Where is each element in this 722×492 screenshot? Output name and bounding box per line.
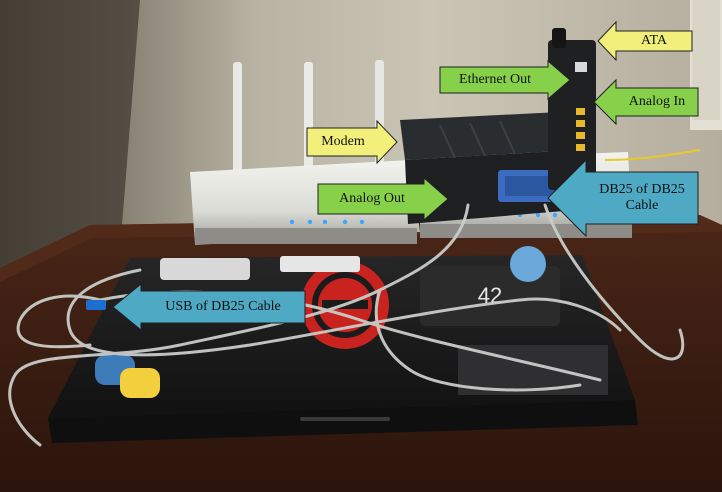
ethernet-out-arrow-shape — [439, 59, 571, 101]
white-sticker — [160, 258, 250, 280]
ethernet-out-label: Ethernet Out — [459, 71, 531, 87]
usb-callout: USB of DB25 Cable — [112, 282, 306, 332]
db25-arrow-shape — [547, 158, 699, 238]
analog-in-arrow-shape — [593, 78, 699, 126]
ata-callout: ATA — [597, 20, 693, 62]
usb-plug — [86, 300, 106, 310]
ata-ports — [576, 108, 585, 151]
laptop-front-edge — [48, 400, 638, 443]
ethernet-out-callout: Ethernet Out — [439, 59, 571, 101]
modem-callout: Modem — [306, 119, 398, 165]
db25-label: DB25 of DB25 Cable — [599, 181, 685, 213]
analog-in-label: Analog In — [628, 93, 686, 109]
ata-antenna — [552, 28, 566, 48]
blue-sticker — [510, 246, 546, 282]
modem-arrow-shape — [306, 119, 398, 165]
analog-out-arrow-shape — [317, 176, 449, 222]
modem-front — [405, 150, 576, 224]
antenna-left — [233, 62, 242, 174]
db25-callout: DB25 of DB25 Cable — [547, 158, 699, 238]
modem-label: Modem — [321, 133, 365, 149]
ata-arrow-shape — [597, 20, 693, 62]
analog-out-callout: Analog Out — [317, 176, 449, 222]
router-front-edge — [195, 228, 417, 244]
usb-label: USB of DB25 Cable — [165, 298, 281, 314]
modem-top — [400, 112, 575, 160]
analog-in-callout: Analog In — [593, 78, 699, 126]
analog-out-label: Analog Out — [339, 190, 405, 206]
ata-label: ATA — [640, 32, 668, 48]
router-leds — [289, 219, 365, 225]
wall-shadow — [0, 0, 140, 270]
laptop-latch — [300, 417, 390, 421]
yellow-cable — [604, 149, 701, 161]
python-sticker — [95, 355, 160, 398]
usb-arrow-shape — [112, 282, 306, 332]
white-label-sticker — [280, 256, 360, 272]
